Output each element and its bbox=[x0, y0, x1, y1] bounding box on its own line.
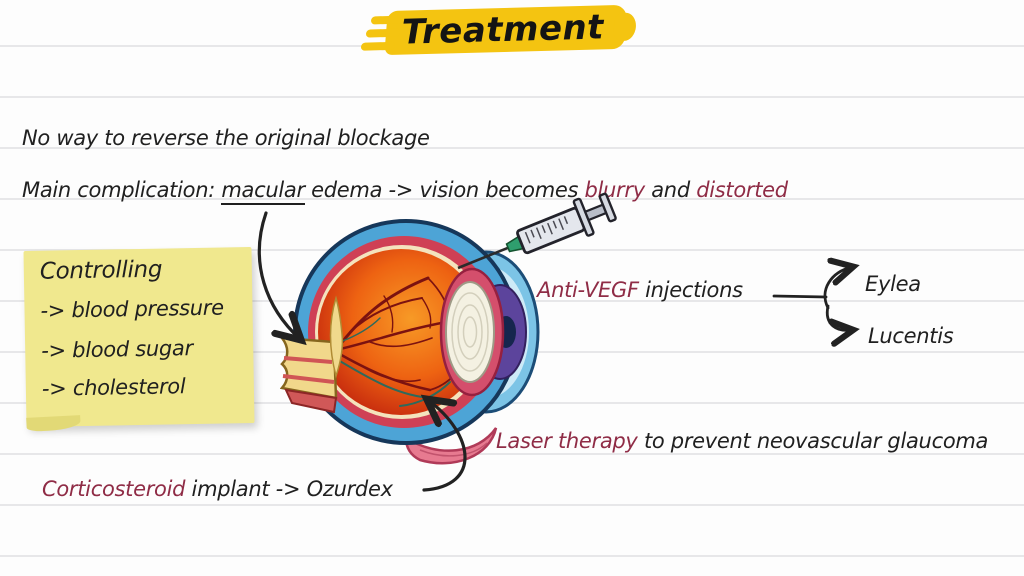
optic-nerve bbox=[280, 336, 338, 414]
laser-therapy-highlight: Laser therapy bbox=[496, 429, 638, 453]
corticosteroid-rest: implant -> Ozurdex bbox=[185, 477, 393, 501]
complication-and: and bbox=[644, 178, 697, 202]
sticky-note-item-blood-sugar: -> blood sugar bbox=[41, 336, 194, 363]
anti-vegf-rest: injections bbox=[638, 278, 743, 302]
laser-therapy-label: Laser therapy to prevent neovascular gla… bbox=[496, 429, 988, 453]
anti-vegf-highlight: Anti-VEGF bbox=[537, 278, 639, 302]
sticky-note-item-cholesterol: -> cholesterol bbox=[41, 374, 186, 401]
sticky-note-title: Controlling bbox=[39, 256, 163, 285]
note-line-no-reverse: No way to reverse the original blockage bbox=[22, 126, 430, 150]
complication-mid: edema -> vision becomes bbox=[304, 178, 585, 202]
macular-underlined: macular bbox=[221, 178, 305, 205]
eye-cross-section bbox=[280, 219, 540, 465]
arrow-to-eylea bbox=[823, 267, 852, 310]
anti-vegf-connector-line bbox=[772, 294, 828, 299]
laser-therapy-rest: to prevent neovascular glaucoma bbox=[637, 429, 989, 453]
brand-eylea: Eylea bbox=[865, 272, 921, 296]
corticosteroid-label: Corticosteroid implant -> Ozurdex bbox=[42, 477, 393, 501]
optic-disc bbox=[329, 295, 344, 379]
symptom-blurry: blurry bbox=[584, 178, 645, 202]
title-block: Treatment bbox=[371, 3, 634, 60]
sticky-note-controlling: Controlling -> blood pressure -> blood s… bbox=[23, 247, 255, 427]
corticosteroid-highlight: Corticosteroid bbox=[42, 477, 186, 501]
complication-prefix: Main complication: bbox=[22, 178, 222, 202]
brand-lucentis: Lucentis bbox=[868, 324, 954, 348]
page-title: Treatment bbox=[401, 7, 605, 53]
sticky-note-item-blood-pressure: -> blood pressure bbox=[40, 295, 224, 323]
anti-vegf-label: Anti-VEGF injections bbox=[537, 278, 743, 302]
eye-lens-assembly bbox=[439, 267, 527, 397]
symptom-distorted: distorted bbox=[696, 178, 788, 202]
arrow-to-lucentis bbox=[825, 304, 852, 330]
note-line-complication: Main complication: macular edema -> visi… bbox=[22, 178, 788, 205]
